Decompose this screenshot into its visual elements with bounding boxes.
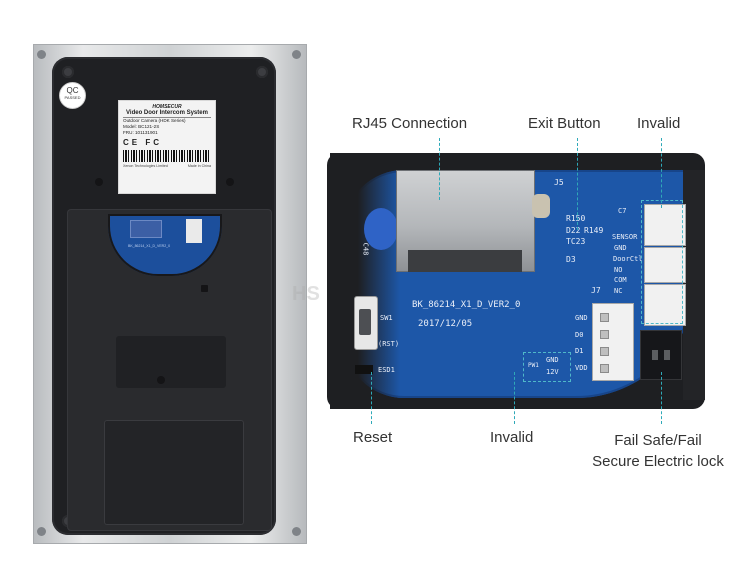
callout-reset: Reset bbox=[353, 429, 393, 446]
pcb-pin-label: GND bbox=[575, 314, 588, 322]
pcb-label-d22: D22 bbox=[566, 226, 581, 235]
pcb-label-r149: R149 bbox=[584, 226, 604, 235]
callout-lock-type: Fail Safe/Fail Secure Electric lock bbox=[582, 432, 734, 470]
lock-leader-line bbox=[661, 372, 662, 424]
pcb-label-sw1: SW1 bbox=[380, 314, 393, 322]
pcb-pin-label: NO bbox=[614, 266, 623, 274]
capacitor bbox=[364, 208, 398, 250]
terminal-hole bbox=[652, 350, 658, 360]
sensor-connector bbox=[644, 204, 686, 246]
pcb-pin-label: COM bbox=[614, 276, 627, 284]
pcb-component bbox=[130, 220, 162, 238]
mounting-notch bbox=[116, 336, 226, 388]
pcb-label-gnd: GND bbox=[546, 356, 559, 364]
connector-group-outline bbox=[641, 200, 683, 324]
mount-hole bbox=[95, 178, 103, 186]
pcb-pin-label: D1 bbox=[575, 347, 584, 355]
connector-pin bbox=[600, 347, 609, 356]
relay-connector bbox=[644, 284, 686, 326]
invalid-bottom-leader-line bbox=[514, 372, 515, 424]
label-footer: Xenon Technologies Limited Made in China bbox=[123, 164, 211, 168]
power-header-outline bbox=[523, 352, 571, 382]
pcb-window-text: BK_86214_X1_D_VER2_0 bbox=[128, 244, 171, 248]
pcb-label-pw1: PW1 bbox=[528, 362, 539, 369]
pcb-connector bbox=[186, 219, 202, 243]
callout-invalid-bottom: Invalid bbox=[490, 429, 534, 446]
callout-lock-line2: Secure Electric lock bbox=[592, 453, 724, 470]
pcb-date: 2017/12/05 bbox=[418, 319, 473, 329]
pcb-label-c7: C7 bbox=[618, 207, 627, 215]
pcb-label-rst: (RST) bbox=[378, 340, 400, 348]
certification-marks: CE FC bbox=[123, 138, 162, 147]
callout-exit-button: Exit Button bbox=[528, 115, 601, 132]
barcode bbox=[123, 150, 211, 162]
mounting-cover bbox=[104, 420, 244, 525]
mount-hole bbox=[226, 178, 234, 186]
exit-button-leader-line bbox=[577, 138, 578, 230]
pcb-label-j7: J7 bbox=[591, 286, 601, 295]
pcb-label-esd1: ESD1 bbox=[378, 366, 395, 374]
screw-icon bbox=[256, 66, 268, 78]
connector-pin bbox=[600, 313, 609, 322]
sensor-port bbox=[201, 285, 208, 292]
pcb-pin-label: D0 bbox=[575, 331, 584, 339]
pcb-pin-label: VDD bbox=[575, 364, 588, 372]
pcb-label-tc23: TC23 bbox=[566, 237, 586, 246]
callout-lock-line1: Fail Safe/Fail bbox=[614, 432, 702, 449]
mount-hole bbox=[157, 376, 165, 384]
callout-rj45-connection: RJ45 Connection bbox=[352, 115, 468, 132]
reset-leader-line bbox=[371, 372, 372, 424]
label-product: Video Door Intercom System bbox=[123, 110, 211, 118]
watermark: HS bbox=[292, 283, 320, 305]
pcb-label-d3: D3 bbox=[566, 255, 576, 264]
housing-edge bbox=[683, 170, 705, 400]
faceplate-hole bbox=[37, 50, 46, 59]
faceplate-hole bbox=[292, 527, 301, 536]
terminal-hole bbox=[664, 350, 670, 360]
pcb-label-12v: 12V bbox=[546, 368, 559, 376]
connector-pin bbox=[600, 364, 609, 373]
pcb-board-id: BK_86214_X1_D_VER2_0 bbox=[412, 300, 521, 310]
label-brand: HOMSECUR bbox=[152, 104, 182, 110]
label-line: Model: BC121-2S bbox=[123, 124, 160, 129]
screw-icon bbox=[62, 66, 74, 78]
faceplate-hole bbox=[292, 50, 301, 59]
lock-terminal bbox=[640, 330, 682, 380]
faceplate-hole bbox=[37, 527, 46, 536]
callout-invalid-top: Invalid bbox=[637, 115, 681, 132]
connector-pin bbox=[600, 330, 609, 339]
esd-component bbox=[355, 365, 373, 374]
label-line: FRU: 101131901 bbox=[123, 130, 158, 135]
qc-passed-badge: QC PASSED bbox=[59, 82, 86, 109]
rj45-port bbox=[408, 250, 522, 272]
pcb-pin-label: DoorCtl bbox=[613, 255, 643, 263]
invalid-top-leader-line bbox=[661, 138, 662, 208]
pcb-pin-label: SENSOR bbox=[612, 233, 638, 241]
reset-switch-button bbox=[359, 309, 371, 335]
crystal-oscillator bbox=[532, 194, 550, 218]
pcb-label-j5: J5 bbox=[554, 178, 564, 187]
label-line: Outdoor Camera (HDK Series) bbox=[123, 118, 186, 123]
pcb-pin-label: GND bbox=[614, 244, 627, 252]
j7-connector bbox=[592, 303, 634, 381]
pcb-label-r150: R150 bbox=[566, 214, 586, 223]
door-control-connector bbox=[644, 247, 686, 283]
pcb-label-c48: C48 bbox=[361, 242, 370, 256]
pcb-pin-label: NC bbox=[614, 287, 623, 295]
product-label: HOMSECUR Video Door Intercom System Outd… bbox=[118, 100, 216, 194]
rj45-leader-line bbox=[439, 138, 440, 200]
